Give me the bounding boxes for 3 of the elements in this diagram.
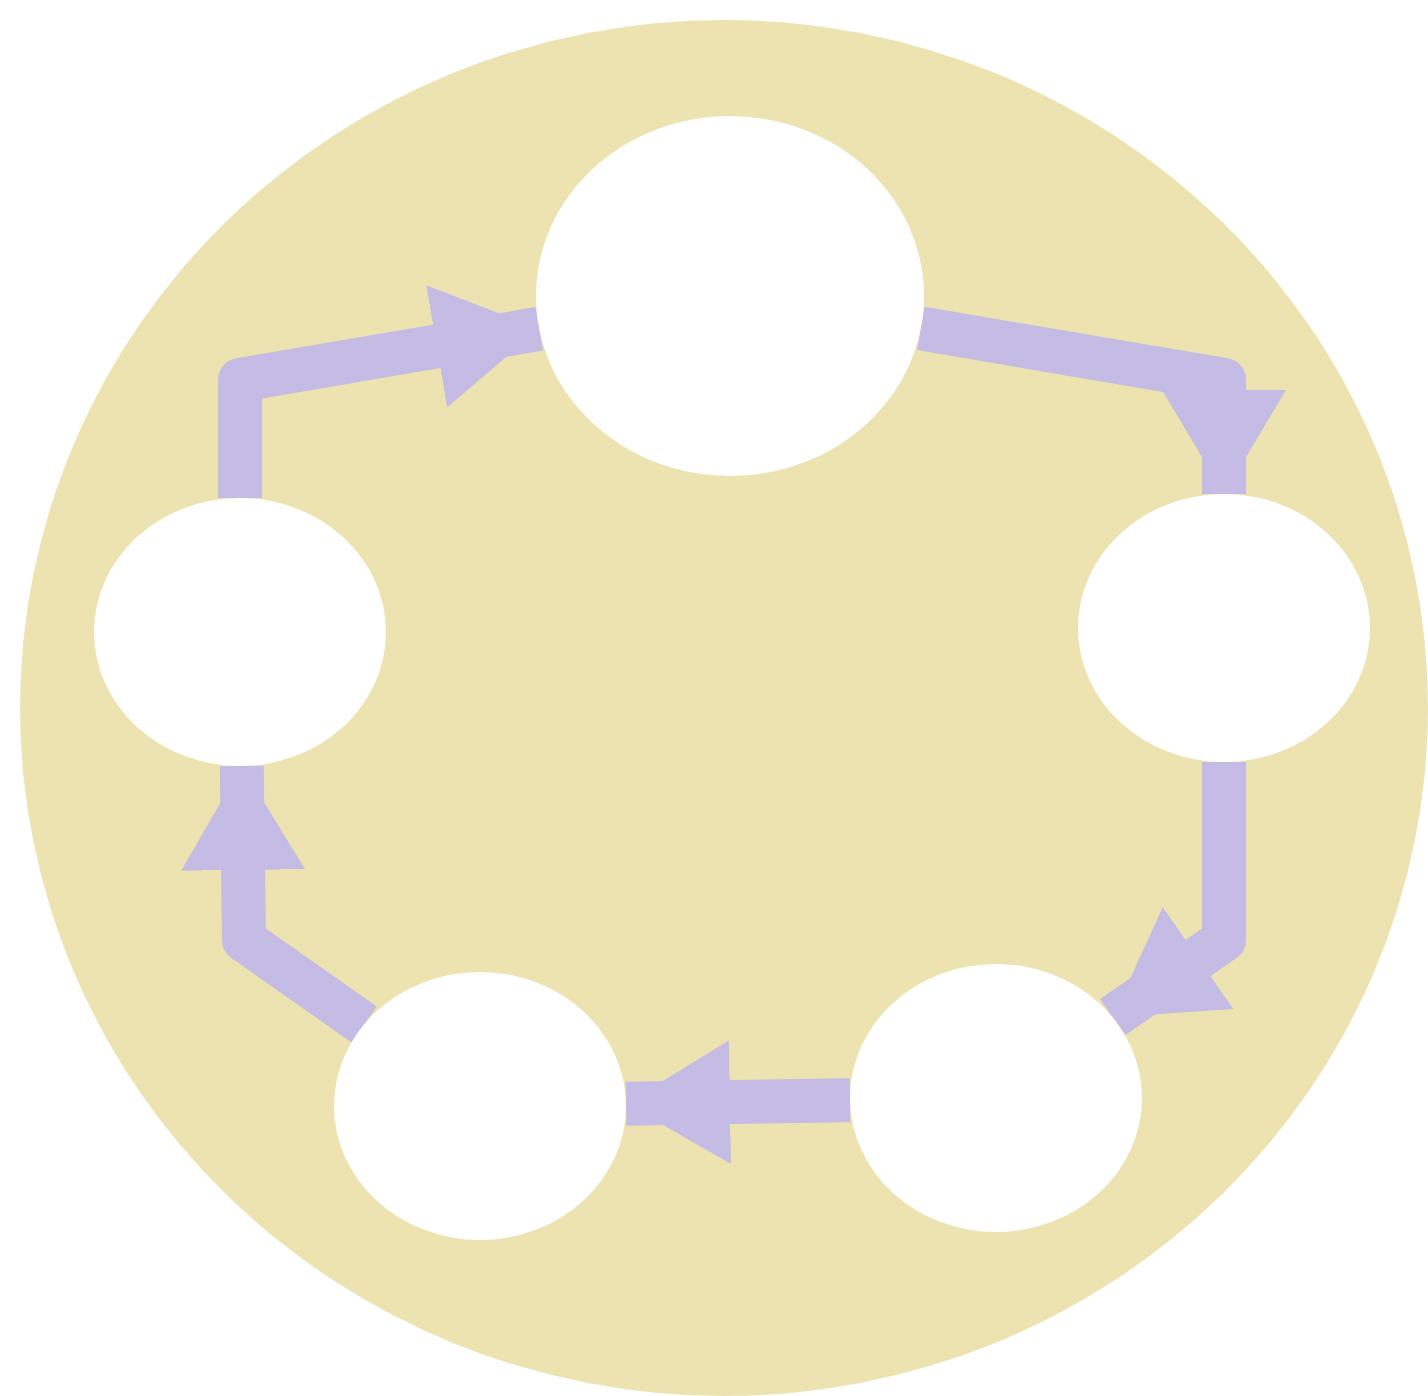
arrow	[917, 306, 1286, 494]
arrow	[1100, 762, 1246, 1036]
arrow	[625, 1040, 851, 1165]
